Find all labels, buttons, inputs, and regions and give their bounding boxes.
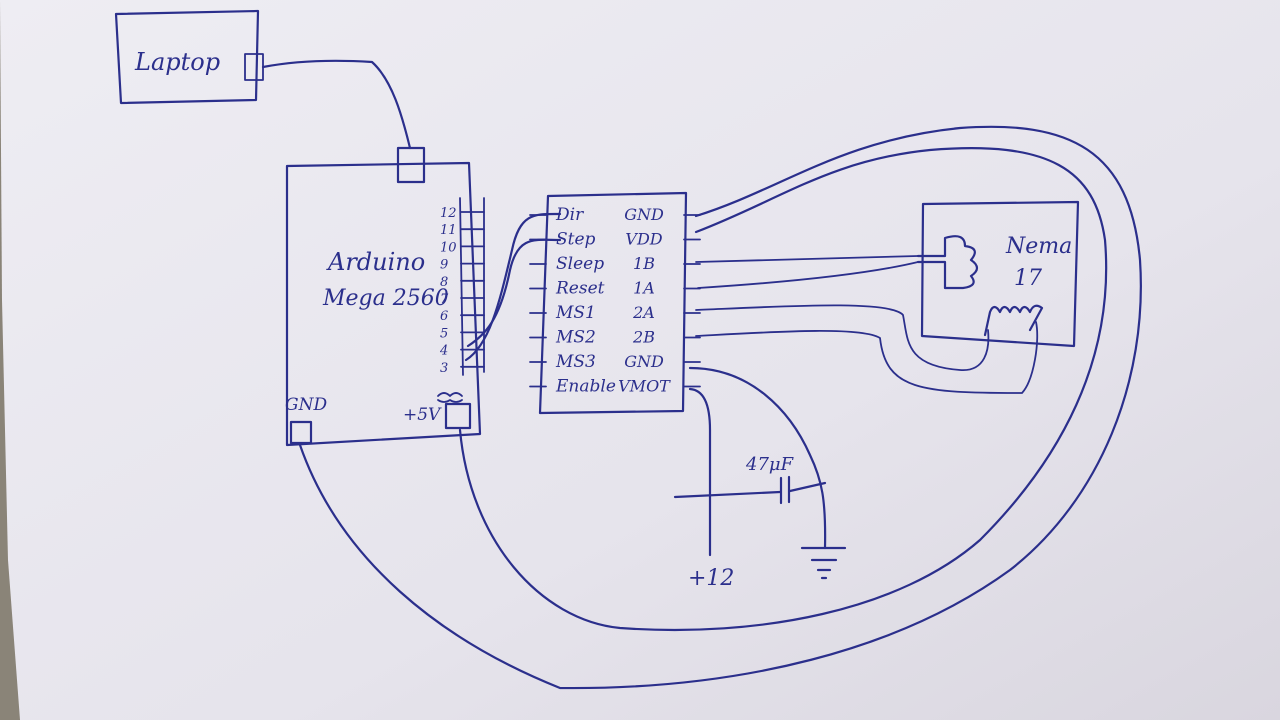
wire-2a (695, 304, 990, 371)
driver-ms3-label: MS3 (555, 352, 596, 372)
driver-1a-3-label: 1A (633, 279, 655, 298)
driver-enable-label: Enable (555, 377, 616, 397)
arduino-name-line1: Arduino (326, 248, 425, 276)
wire-1b (695, 255, 919, 263)
driver-ms2-label: MS2 (555, 328, 596, 348)
gnd-loop-wire (298, 125, 1142, 690)
stepper-motor: Nema 17 (916, 200, 1080, 348)
wire-2b (695, 321, 1039, 394)
arduino-header-strip (459, 197, 464, 376)
driver-gnd-6-label: GND (624, 352, 664, 371)
arduino-gnd-pad (289, 420, 313, 445)
scribble-mark (437, 392, 463, 403)
coil-b-icon (983, 304, 1044, 337)
arduino-pin-6-label: 6 (440, 309, 448, 324)
arduino-pin-5-label: 5 (440, 326, 448, 341)
driver-gnd-0-label: GND (624, 205, 664, 224)
arduino-pin-9-label: 9 (440, 258, 448, 273)
arduino-pin-12-label: 12 (440, 206, 457, 221)
power-gnd-wire (688, 366, 827, 550)
supply-label: +12 (688, 566, 734, 591)
arduino-pin-header: 12 11 10 9 8 7 6 5 4 3 (439, 197, 485, 376)
cap-wire (673, 481, 827, 499)
driver-reset-label: Reset (555, 279, 605, 299)
driver-2b-5-label: 2B (632, 328, 655, 347)
motor-label-line1: Nema (1005, 234, 1072, 259)
arduino-board: Arduino Mega 2560 12 11 10 9 8 7 6 5 4 3 GND +5V (285, 146, 485, 447)
arduino-pin-8-label: 8 (440, 275, 448, 290)
driver-ms1-label: MS1 (555, 303, 596, 323)
arduino-5v-pad (444, 402, 472, 430)
arduino-name-line2: Mega 2560 (322, 286, 449, 311)
arduino-pin-3-label: 3 (440, 361, 448, 376)
driver-right-pins: GND VDD 1B 1A 2A 2B GND VMOT (618, 205, 701, 396)
wire-1a (697, 261, 919, 289)
driver-vmot-7-label: VMOT (618, 377, 671, 396)
usb-cable (261, 59, 412, 150)
motor-label-line2: 17 (1014, 266, 1042, 291)
driver-vdd-1-label: VDD (625, 230, 662, 249)
ground-icon (800, 546, 847, 580)
driver-dir-label: Dir (555, 205, 584, 225)
laptop-block: Laptop (114, 9, 264, 105)
arduino-5v-label: +5V (403, 405, 442, 425)
capacitor-label: 47μF (745, 454, 795, 475)
arduino-pin-7-label: 7 (440, 292, 449, 307)
arduino-gnd-label: GND (285, 395, 327, 415)
driver-step-label: Step (556, 230, 596, 250)
driver-sleep-label: Sleep (556, 254, 604, 274)
arduino-usb-connector (396, 146, 426, 184)
arduino-pin-11-label: 11 (440, 223, 457, 238)
coil-a-icon (916, 235, 979, 290)
driver-2a-4-label: 2A (632, 303, 655, 322)
driver-1b-2-label: 1B (633, 254, 655, 273)
vdd-loop-wire (458, 147, 1108, 632)
arduino-pin-10-label: 10 (440, 240, 457, 255)
laptop-label: Laptop (134, 48, 220, 76)
arduino-pin-4-label: 4 (439, 344, 448, 359)
vmot-wire (688, 387, 712, 557)
